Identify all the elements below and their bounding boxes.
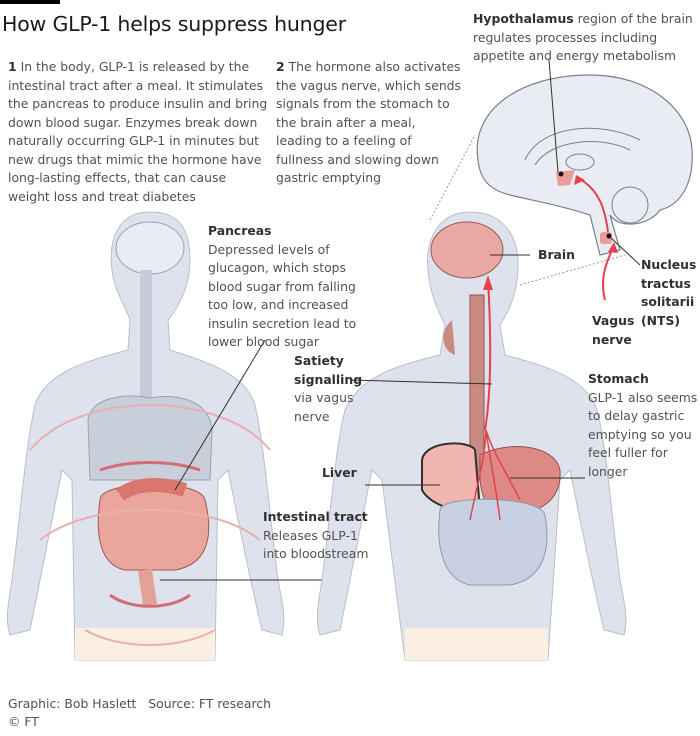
left-intestines bbox=[97, 483, 210, 571]
hypothalamus-text: region of the brain regulates processes … bbox=[473, 11, 693, 63]
copyright: © FT bbox=[8, 714, 39, 729]
stomach-title: Stomach bbox=[588, 371, 649, 386]
header-rule bbox=[0, 0, 60, 4]
stomach-text: GLP-1 also seems to delay gastric emptyi… bbox=[588, 389, 698, 479]
brain-label: Brain bbox=[538, 247, 575, 262]
right-body-figure bbox=[316, 134, 627, 661]
step-1-text: 1 In the body, GLP-1 is released by the … bbox=[8, 58, 270, 206]
graphic-credit: Graphic: Bob Haslett bbox=[8, 696, 137, 711]
brain-detail bbox=[476, 59, 693, 301]
right-intestines bbox=[438, 498, 548, 586]
hypothalamus-label: Hypothalamus region of the brain regulat… bbox=[473, 10, 700, 66]
step-1-number: 1 bbox=[8, 59, 17, 74]
step-2-body: The hormone also activates the vagus ner… bbox=[276, 59, 462, 185]
left-brain bbox=[115, 221, 185, 275]
pancreas-title: Pancreas bbox=[208, 223, 272, 238]
pancreas-text: Depressed levels of glucagon, which stop… bbox=[208, 241, 357, 350]
vagus-nerve-label: Vagus nerve bbox=[592, 313, 635, 347]
step-2-text: 2 The hormone also activates the vagus n… bbox=[276, 58, 461, 188]
nts-label: Nucleus tractus solitarii (NTS) bbox=[641, 257, 697, 328]
hypothalamus-title: Hypothalamus bbox=[473, 11, 574, 26]
liver-label: Liver bbox=[322, 465, 357, 480]
vagus-arrow-body bbox=[484, 279, 492, 431]
intestinal-title: Intestinal tract bbox=[263, 509, 368, 524]
step-1-body: In the body, GLP-1 is released by the in… bbox=[8, 59, 268, 204]
right-brain bbox=[430, 221, 504, 279]
satiety-title: Satiety signalling bbox=[294, 353, 363, 387]
satiety-text: via vagus nerve bbox=[294, 390, 354, 424]
source-credit: Source: FT research bbox=[148, 696, 271, 711]
left-body-figure bbox=[6, 211, 330, 661]
credits: Graphic: Bob Haslett Source: FT research bbox=[8, 696, 271, 711]
step-2-number: 2 bbox=[276, 59, 285, 74]
intestinal-text: Releases GLP-1 into bloodstream bbox=[263, 527, 369, 562]
page-title: How GLP-1 helps suppress hunger bbox=[2, 12, 346, 36]
